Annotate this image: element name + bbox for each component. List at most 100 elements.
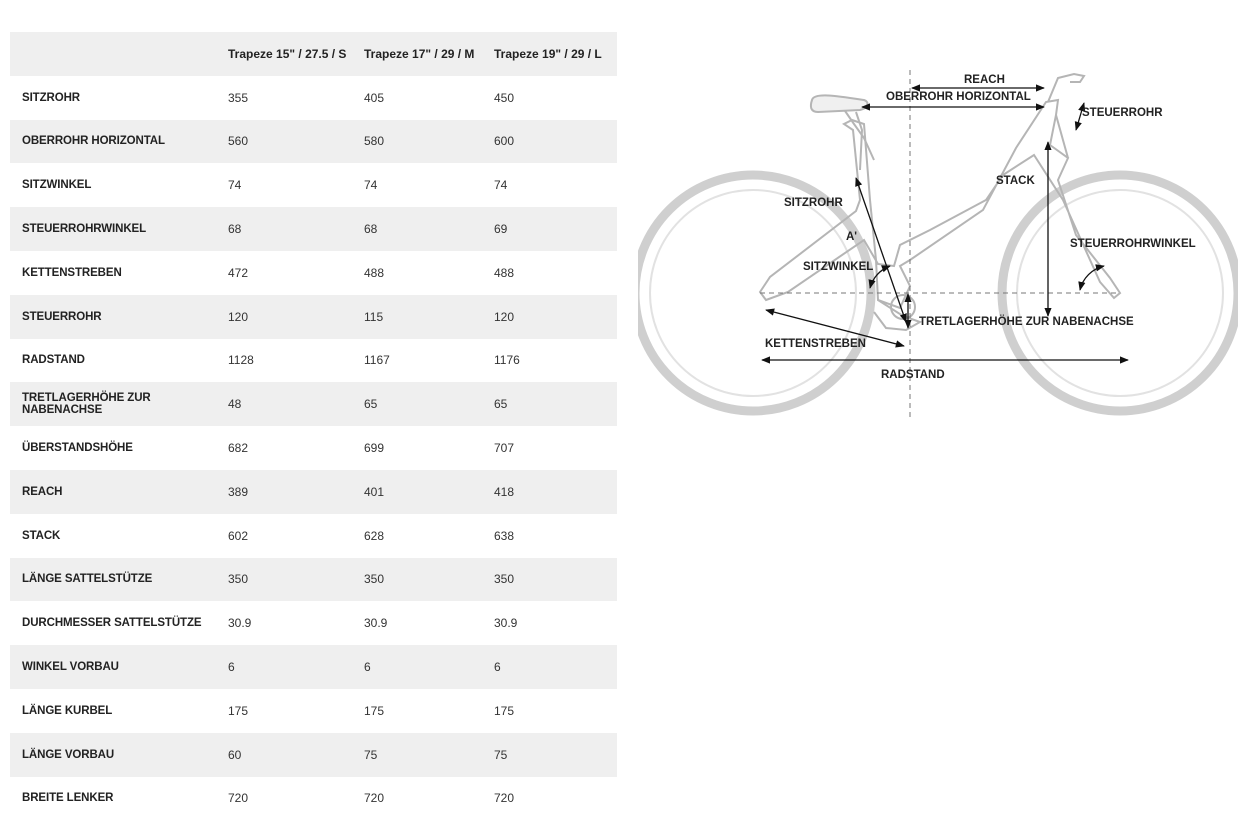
measurement-lines [761, 84, 1129, 364]
bike-frame [758, 72, 1122, 332]
cell-value: 115 [364, 294, 494, 339]
cell-value: 6 [228, 645, 364, 689]
cell-value: 389 [228, 469, 364, 514]
cell-value: 175 [228, 688, 364, 733]
table-header-row: Trapeze 15" / 27.5 / S Trapeze 17" / 29 … [10, 32, 617, 76]
cell-value: 74 [228, 163, 364, 208]
cell-value: 405 [364, 75, 494, 120]
column-header: Trapeze 15" / 27.5 / S [228, 32, 364, 76]
cell-value: 418 [494, 469, 617, 514]
row-label: REACH [10, 469, 228, 514]
label-reach: REACH [964, 74, 1005, 86]
cell-value: 75 [494, 732, 617, 777]
label-steuerrohr: STEUERROHR [1082, 107, 1163, 119]
cell-value: 30.9 [494, 601, 617, 646]
cell-value: 488 [494, 250, 617, 295]
cell-value: 699 [364, 426, 494, 470]
cell-value: 48 [228, 382, 364, 427]
reference-lines [760, 70, 1120, 420]
cell-value: 488 [364, 250, 494, 295]
row-label: ÜBERSTANDSHÖHE [10, 426, 228, 470]
label-steuerrohrwinkel: STEUERROHRWINKEL [1070, 238, 1196, 250]
cell-value: 450 [494, 75, 617, 120]
geometry-table: Trapeze 15" / 27.5 / S Trapeze 17" / 29 … [10, 32, 617, 821]
cell-value: 175 [494, 688, 617, 733]
row-label: LÄNGE SATTELSTÜTZE [10, 557, 228, 602]
cell-value: 68 [364, 207, 494, 251]
cell-value: 75 [364, 732, 494, 777]
cell-value: 707 [494, 426, 617, 470]
label-kettenstreben: KETTENSTREBEN [765, 338, 866, 350]
cell-value: 1176 [494, 338, 617, 383]
cell-value: 602 [228, 513, 364, 558]
cell-value: 65 [364, 382, 494, 427]
column-header [10, 32, 228, 76]
row-label: STEUERROHR [10, 294, 228, 339]
cell-value: 65 [494, 382, 617, 427]
cell-value: 628 [364, 513, 494, 558]
row-label: SITZROHR [10, 75, 228, 120]
cell-value: 401 [364, 469, 494, 514]
row-label: TRETLAGERHÖHE ZUR NABENACHSE [10, 382, 228, 427]
row-label: RADSTAND [10, 338, 228, 383]
cell-value: 1167 [364, 338, 494, 383]
cell-value: 6 [494, 645, 617, 689]
cell-value: 720 [364, 776, 494, 821]
cell-value: 720 [228, 776, 364, 821]
label-radstand: RADSTAND [881, 369, 945, 381]
row-label: DURCHMESSER SATTELSTÜTZE [10, 601, 228, 646]
label-sitzrohr: SITZROHR [784, 197, 843, 209]
cell-value: 682 [228, 426, 364, 470]
cell-value: 175 [364, 688, 494, 733]
cell-value: 720 [494, 776, 617, 821]
cell-value: 638 [494, 513, 617, 558]
bike-geometry-diagram: REACH OBERROHR HORIZONTAL STEUERROHR STA… [638, 70, 1238, 420]
cell-value: 120 [228, 294, 364, 339]
row-label: STEUERROHRWINKEL [10, 207, 228, 251]
cell-value: 350 [364, 557, 494, 602]
cell-value: 600 [494, 119, 617, 164]
row-label: LÄNGE KURBEL [10, 688, 228, 733]
cell-value: 30.9 [364, 601, 494, 646]
row-label: KETTENSTREBEN [10, 250, 228, 295]
cell-value: 580 [364, 119, 494, 164]
row-label: WINKEL VORBAU [10, 645, 228, 689]
label-sitzwinkel: SITZWINKEL [803, 261, 873, 273]
row-label: LÄNGE VORBAU [10, 732, 228, 777]
cell-value: 120 [494, 294, 617, 339]
row-label: SITZWINKEL [10, 163, 228, 208]
cell-value: 560 [228, 119, 364, 164]
cell-value: 68 [228, 207, 364, 251]
row-label: STACK [10, 513, 228, 558]
cell-value: 69 [494, 207, 617, 251]
cell-value: 60 [228, 732, 364, 777]
label-tretlagerhoehe: TRETLAGERHÖHE ZUR NABENACHSE [919, 315, 1134, 328]
cell-value: 355 [228, 75, 364, 120]
cell-value: 30.9 [228, 601, 364, 646]
label-oberrohr-horizontal: OBERROHR HORIZONTAL [886, 91, 1031, 103]
label-a: A' [846, 231, 857, 243]
column-header: Trapeze 17" / 29 / M [364, 32, 494, 76]
label-stack: STACK [996, 175, 1035, 187]
cell-value: 74 [364, 163, 494, 208]
cell-value: 472 [228, 250, 364, 295]
column-header: Trapeze 19" / 29 / L [494, 32, 617, 76]
cell-value: 1128 [228, 338, 364, 383]
